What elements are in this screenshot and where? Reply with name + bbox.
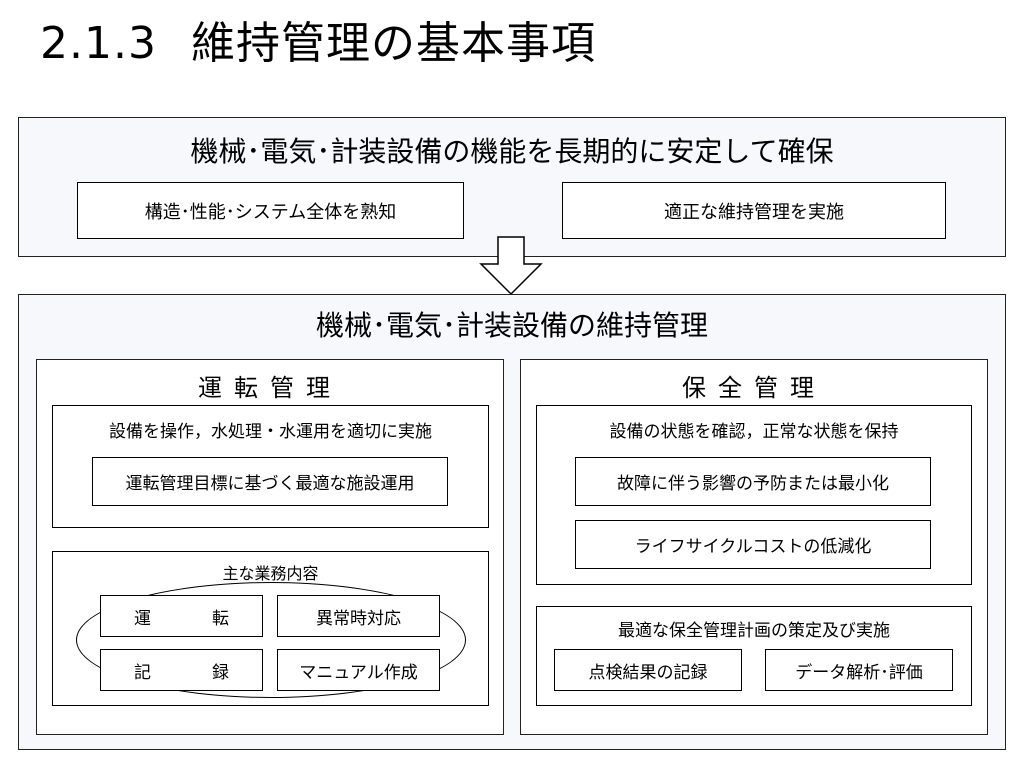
top-right-box: 適正な維持管理を実施 bbox=[562, 182, 946, 239]
tasks-oval bbox=[76, 582, 466, 698]
down-arrow-icon bbox=[479, 236, 543, 296]
top-panel-heading: 機械･電気･計装設備の機能を長期的に安定して確保 bbox=[190, 135, 834, 168]
main-tasks-label: 主な業務内容 bbox=[222, 564, 319, 583]
task-operation: 運 転 bbox=[100, 595, 263, 637]
section-number: 2.1.3 bbox=[40, 18, 157, 69]
operation-management-heading: 運転管理 bbox=[198, 373, 342, 402]
task-abnormal-response: 異常時対応 bbox=[277, 595, 440, 637]
slide-title: 2.1.3 維持管理の基本事項 bbox=[40, 14, 596, 74]
inspection-record-box: 点検結果の記録 bbox=[554, 649, 742, 691]
data-analysis-box: データ解析･評価 bbox=[765, 649, 953, 691]
maintenance-state-text: 設備の状態を確認，正常な状態を保持 bbox=[609, 421, 899, 442]
task-record: 記 録 bbox=[100, 649, 263, 691]
maintenance-management-heading: 保全管理 bbox=[682, 373, 826, 402]
task-manual-creation: マニュアル作成 bbox=[277, 649, 440, 691]
main-panel-heading: 機械･電気･計装設備の維持管理 bbox=[315, 309, 708, 342]
maintenance-plan-text: 最適な保全管理計画の策定及び実施 bbox=[618, 620, 890, 641]
failure-prevention-box: 故障に伴う影響の予防または最小化 bbox=[575, 457, 931, 506]
operation-target-box: 運転管理目標に基づく最適な施設運用 bbox=[92, 457, 448, 506]
slide-title-text: 維持管理の基本事項 bbox=[190, 18, 596, 69]
operation-purpose-text: 設備を操作，水処理・水運用を適切に実施 bbox=[109, 421, 432, 442]
top-left-box: 構造･性能･システム全体を熟知 bbox=[77, 182, 464, 239]
lifecycle-cost-box: ライフサイクルコストの低減化 bbox=[575, 520, 931, 569]
